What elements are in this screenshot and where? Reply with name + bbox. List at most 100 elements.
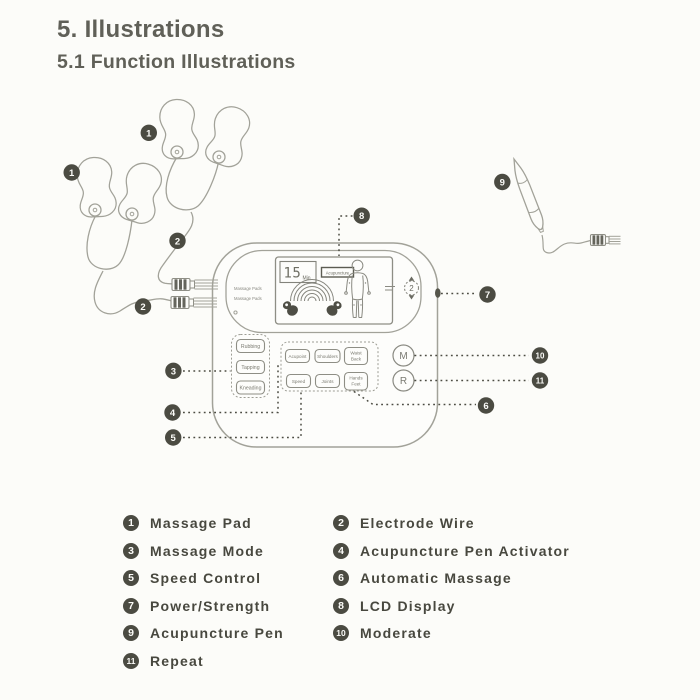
power-strength-knob: 2: [385, 276, 420, 300]
electrode-wire-bottom-loop: [86, 215, 133, 270]
device-top-panel: [225, 249, 422, 334]
svg-text:4: 4: [170, 408, 176, 419]
svg-text:2: 2: [175, 236, 180, 247]
rubbing-button: [235, 338, 266, 354]
callout-8: 8: [353, 207, 370, 224]
r-button: [392, 369, 415, 392]
lcd-display: 15 Min Acupuncture: [274, 256, 394, 325]
electrode-wire-bottom: [93, 270, 172, 315]
callout-4: 4: [164, 404, 181, 421]
speed-button: [285, 373, 312, 389]
massage-waves-icon: [290, 279, 334, 302]
legend-num-1: 1: [123, 515, 139, 531]
page-title: 5. Illustrations: [57, 16, 225, 43]
electrode-plug-1: [171, 277, 219, 292]
legend-num-9: 9: [123, 625, 139, 641]
callout-2a: 2: [169, 232, 186, 249]
timer-value: 15: [284, 266, 302, 282]
legend-num-10: 10: [333, 625, 349, 641]
mode-label: Acupuncture: [326, 270, 350, 275]
callout-6: 6: [477, 397, 495, 414]
svg-text:Joints: Joints: [321, 379, 334, 384]
massage-pad-pair-left: [71, 154, 172, 315]
mode-label-box: [320, 266, 355, 278]
legend-num-8: 8: [333, 597, 349, 614]
svg-text:R: R: [400, 376, 407, 387]
pen-wire: [541, 234, 591, 254]
callout-10: 10: [531, 347, 549, 364]
callout-11: 11: [531, 372, 549, 389]
legend-num-5: 5: [123, 570, 139, 586]
kneading-button: [235, 380, 266, 395]
svg-text:Kneading: Kneading: [240, 386, 262, 392]
body-figure-icon: [344, 259, 371, 318]
legend-num-4: 4: [333, 542, 349, 559]
callout-3: 3: [165, 362, 182, 379]
knob-value: 2: [409, 284, 414, 293]
legend-num-11: 11: [123, 652, 139, 669]
callout-1b: 1: [63, 164, 80, 181]
legend-num-7: 7: [123, 597, 139, 614]
acupoint-button: [284, 348, 311, 364]
svg-text:1: 1: [69, 168, 75, 179]
port-label-1: Massage Pads: [234, 286, 262, 291]
massage-pad-pair-top: [154, 96, 254, 285]
leader-lines: [183, 215, 529, 439]
legend-num-3: 3: [123, 542, 139, 559]
shoulders-button: [314, 348, 341, 364]
svg-text:6: 6: [483, 401, 488, 412]
svg-text:2: 2: [140, 302, 145, 313]
callout-1a: 1: [140, 124, 157, 141]
svg-text:11: 11: [536, 377, 545, 386]
svg-text:Speed: Speed: [292, 379, 306, 384]
callout-9: 9: [494, 173, 511, 191]
svg-text:5: 5: [171, 433, 177, 444]
m-button: [392, 344, 415, 367]
electrode-wire-top-loop: [165, 156, 220, 211]
svg-text:8: 8: [359, 211, 364, 222]
svg-text:9: 9: [500, 178, 505, 189]
section-subtitle: 5.1 Function Illustrations: [57, 51, 296, 73]
svg-text:3: 3: [171, 366, 176, 377]
timer-unit: Min: [303, 276, 311, 282]
svg-text:10: 10: [536, 352, 545, 361]
svg-text:7: 7: [485, 290, 490, 301]
legend-num-2: 2: [333, 515, 349, 531]
callout-2b: 2: [134, 298, 152, 315]
callouts: 1 1 2 2 3 4 5 6 7 8 9 10 11: [63, 124, 549, 446]
timer-box: [279, 260, 317, 284]
massager-device: 15 Min Acupuncture: [211, 242, 441, 448]
tapping-button: [235, 359, 266, 375]
electrode-plug-2: [170, 295, 218, 310]
port-label-2: Massage Pads: [234, 296, 262, 301]
joints-button: [314, 373, 341, 389]
pad-icon-right: [326, 301, 342, 316]
waist-back-button: [343, 346, 369, 366]
svg-text:1: 1: [146, 128, 152, 139]
acupuncture-pen: [513, 156, 621, 254]
svg-text:Tapping: Tapping: [241, 365, 259, 371]
knob-bump: [435, 288, 441, 298]
mode-buttons-group: Rubbing Tapping Kneading: [231, 334, 270, 398]
callout-7: 7: [479, 286, 496, 303]
legend-num-6: 6: [333, 570, 349, 586]
svg-text:Shoulders: Shoulders: [317, 354, 338, 359]
svg-text:Acupoint: Acupoint: [289, 354, 308, 359]
pad-icon-left: [282, 301, 298, 316]
electrode-wire-top: [157, 211, 194, 285]
power-led: [233, 310, 238, 315]
hands-feet-button: [343, 371, 369, 391]
